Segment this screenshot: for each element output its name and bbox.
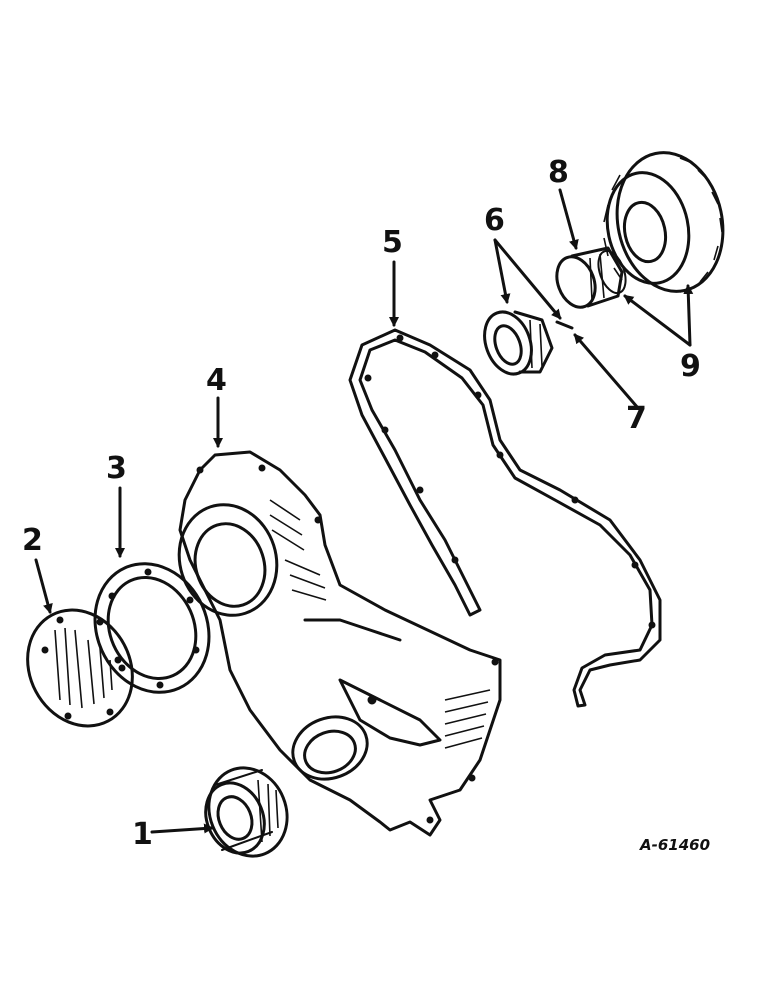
callout-1: 1 (132, 817, 153, 852)
callout-labels: 1 2 3 4 5 6 7 8 9 (22, 155, 701, 852)
part-2-cover-plate (26, 608, 134, 728)
callout-4: 4 (206, 363, 227, 398)
part-1-seal (204, 766, 289, 858)
leader-2 (34, 558, 53, 614)
leader-9a (623, 294, 692, 347)
leader-8 (558, 188, 579, 250)
callout-3: 3 (106, 451, 127, 486)
callout-5: 5 (382, 225, 403, 260)
callout-7: 7 (626, 401, 647, 436)
callout-9: 9 (680, 349, 701, 384)
callout-8: 8 (548, 155, 569, 190)
part-6-sleeve (483, 310, 554, 376)
part-7-pin (555, 320, 574, 330)
leader-lines (34, 188, 694, 834)
leader-7 (573, 333, 640, 410)
drawing-number: A-61460 (639, 836, 710, 854)
callout-2: 2 (22, 523, 43, 558)
part-4-gear-cover (177, 450, 502, 837)
part-3-gasket (93, 562, 211, 694)
leader-6b (493, 238, 562, 320)
leader-6a (493, 238, 511, 304)
callout-6: 6 (484, 203, 505, 238)
part-8-bushing (555, 246, 627, 309)
leader-9b (683, 284, 694, 347)
part-9-gear (603, 151, 725, 293)
leader-1 (150, 823, 214, 834)
part-5-cover-gasket (348, 328, 662, 708)
